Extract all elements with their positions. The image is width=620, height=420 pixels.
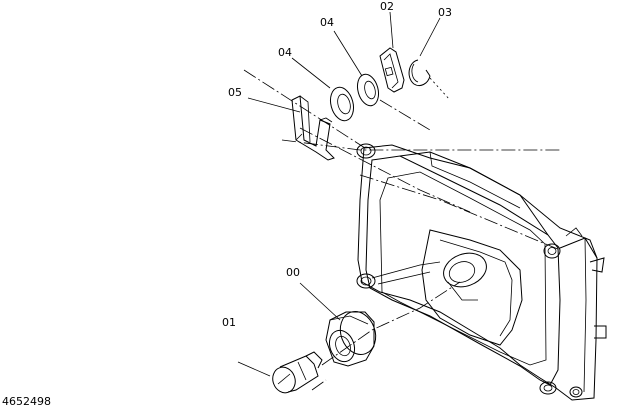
callout-02: 02 bbox=[380, 0, 394, 13]
callout-00: 00 bbox=[286, 266, 300, 279]
callout-05: 05 bbox=[228, 86, 242, 99]
assembly-centerlines bbox=[243, 69, 561, 391]
drawing-number: 4652498 bbox=[2, 395, 51, 408]
part-00-bushing bbox=[325, 311, 377, 367]
part-04-washer-small bbox=[356, 73, 380, 107]
part-04-washer-large bbox=[329, 86, 355, 122]
callout-04-small: 04 bbox=[320, 16, 334, 29]
part-02-lever bbox=[379, 47, 405, 93]
part-01-pin bbox=[272, 351, 323, 394]
part-05-spring-plate bbox=[291, 95, 335, 161]
callout-04-large: 04 bbox=[278, 46, 292, 59]
callout-03: 03 bbox=[438, 6, 452, 19]
callout-01: 01 bbox=[222, 316, 236, 329]
leader-lines bbox=[237, 11, 441, 377]
bracket-housing bbox=[356, 143, 607, 401]
part-03-clip bbox=[408, 59, 431, 87]
